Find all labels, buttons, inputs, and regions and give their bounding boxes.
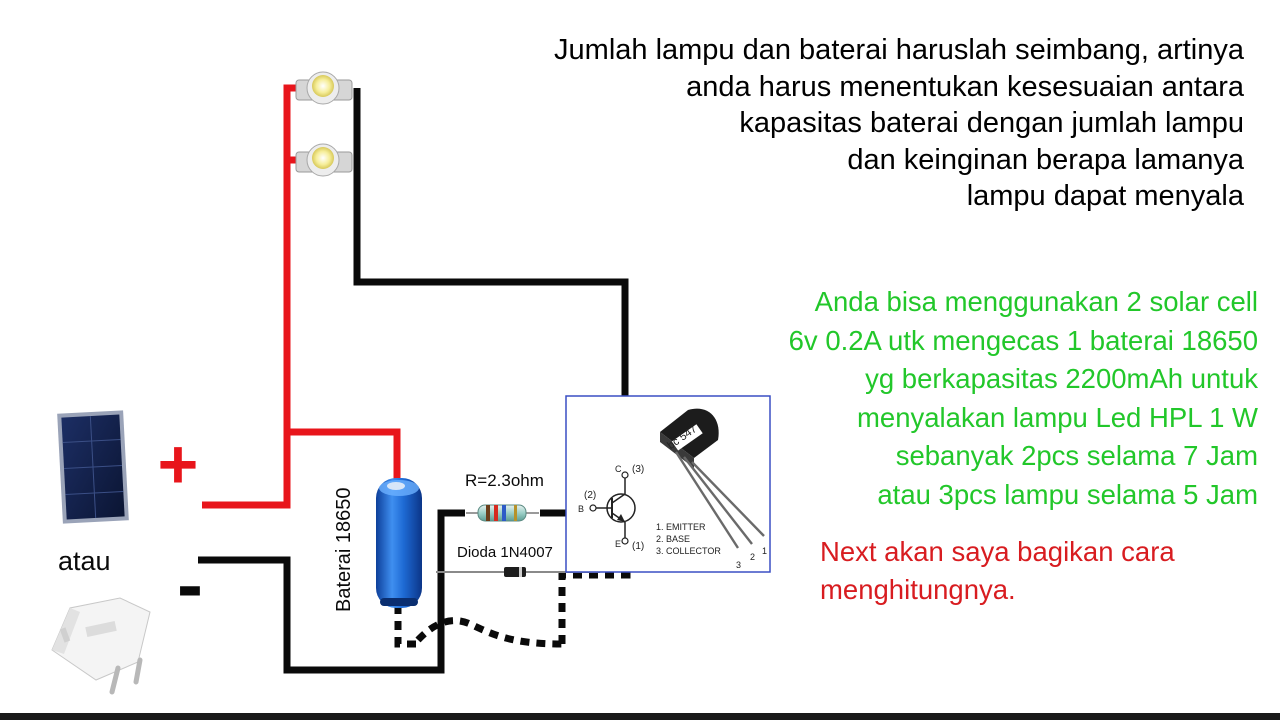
atau-label: atau — [58, 546, 111, 576]
pin-b-number: (2) — [584, 490, 596, 501]
capacity-note-line: kapasitas baterai dengan jumlah lampu — [739, 107, 1244, 139]
pin-e-label: E — [615, 539, 621, 549]
next-note: Next akan saya bagikan cara menghitungny… — [820, 533, 1175, 609]
solar-panel-icon — [57, 410, 129, 524]
solar-cell-note: Anda bisa menggunakan 2 solar cell 6v 0.… — [789, 283, 1258, 515]
pin-legend: 1. EMITTER 2. BASE 3. COLLECTOR — [656, 522, 721, 556]
solar-cell-note-line: 6v 0.2A utk mengecas 1 baterai 18650 — [788, 324, 1258, 356]
pin-b-label: B — [578, 504, 584, 514]
resistor — [466, 504, 539, 522]
positive-wiring — [202, 84, 401, 509]
negative-sign: - — [177, 540, 203, 628]
led-lamp-icon — [295, 71, 353, 105]
bottom-border — [0, 713, 1280, 720]
capacity-note-line: anda harus menentukan kesesuaian antara — [686, 70, 1244, 103]
pin-c-label: C — [615, 464, 622, 474]
capacity-note-line: Jumlah lampu dan baterai haruslah seimba… — [554, 34, 1244, 66]
solar-cell-note-line: menyalakan lampu Led HPL 1 W — [857, 401, 1258, 433]
pin-e-number: (1) — [632, 541, 644, 552]
capacity-note-line: dan keinginan berapa lamanya — [847, 143, 1244, 176]
leg-numbers: 3 2 1 — [736, 546, 767, 570]
resistor-label: R=2.3ohm — [465, 471, 544, 490]
positive-sign: + — [158, 425, 199, 503]
diode-label: Dioda 1N4007 — [457, 544, 553, 561]
leg-number-3: 3 — [736, 560, 741, 570]
leg-number-1: 1 — [762, 546, 767, 556]
led-lamp-icon — [295, 143, 353, 177]
pin-labels: C (3) B (2) E (1) — [578, 464, 644, 552]
next-note-line: menghitungnya. — [820, 574, 1016, 605]
pin-legend-emitter: 1. EMITTER — [656, 522, 706, 532]
pin-legend-base: 2. BASE — [656, 534, 690, 544]
next-note-line: Next akan saya bagikan cara — [820, 536, 1175, 567]
battery-label: Baterai 18650 — [333, 487, 355, 612]
transistor-module — [565, 395, 771, 573]
solar-cell-note-line: yg berkapasitas 2200mAh untuk — [865, 363, 1258, 395]
pin-legend-collector: 3. COLLECTOR — [656, 546, 721, 556]
usb-charger-icon — [51, 597, 151, 695]
solar-cell-note-line: sebanyak 2pcs selama 7 Jam — [895, 440, 1258, 472]
leg-number-2: 2 — [750, 552, 755, 562]
solar-cell-note-line: atau 3pcs lampu selama 5 Jam — [877, 478, 1258, 510]
capacity-note: Jumlah lampu dan baterai haruslah seimba… — [554, 32, 1244, 215]
battery-18650 — [376, 478, 422, 608]
solar-cell-note-line: Anda bisa menggunakan 2 solar cell — [814, 286, 1258, 317]
pin-c-number: (3) — [632, 464, 644, 475]
capacity-note-line: lampu dapat menyala — [966, 180, 1244, 212]
